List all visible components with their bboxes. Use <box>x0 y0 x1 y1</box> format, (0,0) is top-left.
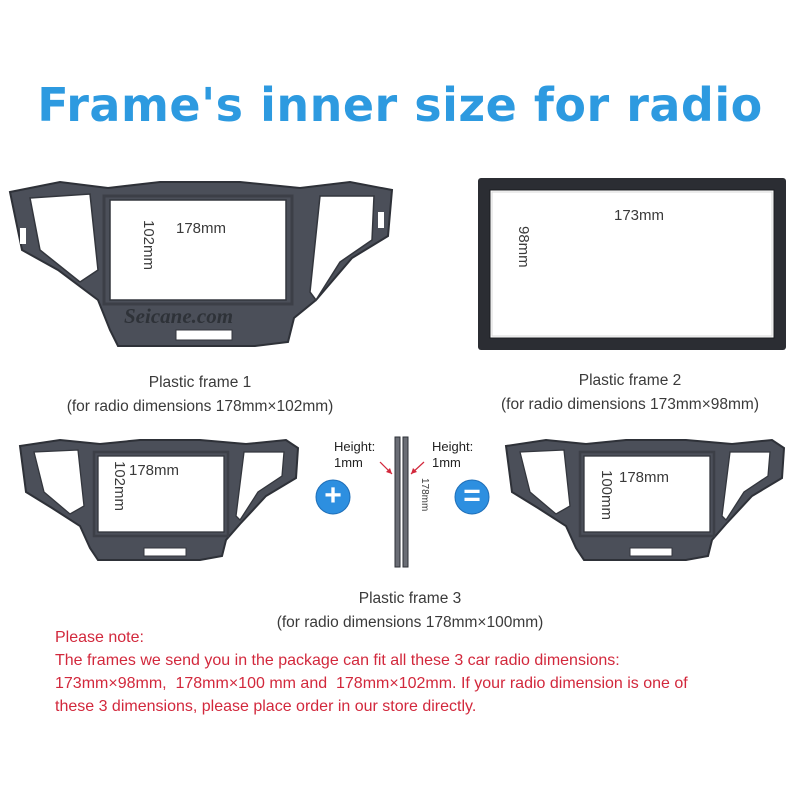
frame3-right-height-label: 100mm <box>598 470 615 521</box>
spacer-right-height-label: Height: 1mm <box>432 439 473 471</box>
please-note-block: Please note: The frames we send you in t… <box>55 626 790 718</box>
page-title: Frame's inner size for radio <box>37 78 763 132</box>
spacer-left-height-title: Height: <box>334 439 376 454</box>
frame2-caption-dimensions: (for radio dimensions 173mm×98mm) <box>501 396 759 413</box>
frame2-width-label: 173mm <box>614 207 665 224</box>
spacer-right-height-title: Height: <box>432 439 474 454</box>
watermark-text: Seicane.com <box>124 304 233 328</box>
frame3-caption-title: Plastic frame 3 <box>358 590 462 607</box>
frame2-caption-title: Plastic frame 2 <box>578 372 682 389</box>
spacer-left-height-value: 1mm <box>334 455 363 470</box>
frame1-width-label: 178mm <box>176 220 227 237</box>
frame1-caption-dimensions: (for radio dimensions 178mm×102mm) <box>66 398 334 415</box>
spacer-right-height-value: 1mm <box>432 455 461 470</box>
frame2-caption: Plastic frame 2 (for radio dimensions 17… <box>470 369 790 417</box>
note-line-3: these 3 dimensions, please place order i… <box>55 698 477 715</box>
note-line-2: 173mm×98mm, 178mm×100 mm and 178mm×102mm… <box>55 675 688 692</box>
plus-symbol: + <box>324 479 342 512</box>
note-line-1: The frames we send you in the package ca… <box>55 652 620 669</box>
note-heading: Please note: <box>55 629 144 646</box>
frame1-caption: Plastic frame 1 (for radio dimensions 17… <box>0 371 400 419</box>
frame3-caption-dimensions: (for radio dimensions 178mm×100mm) <box>276 614 544 631</box>
spacer-left-height-label: Height: 1mm <box>334 439 375 471</box>
frame3-right-width-label: 178mm <box>619 469 670 486</box>
frame1-caption-title: Plastic frame 1 <box>148 374 252 391</box>
equals-symbol: = <box>463 479 481 512</box>
frame3-caption: Plastic frame 3 (for radio dimensions 17… <box>200 587 620 635</box>
frame3-left-width-label: 178mm <box>129 462 180 479</box>
